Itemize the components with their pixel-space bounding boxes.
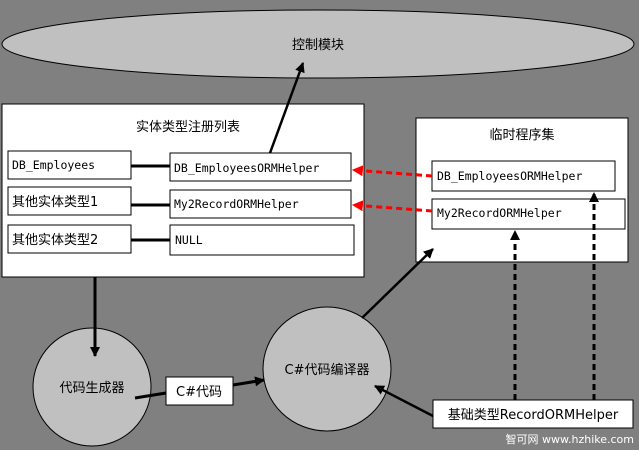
csharp-code-box	[165, 376, 234, 406]
registry-helper-1-label: DB_EmployeesORMHelper	[174, 161, 319, 175]
red-dashed-arrow-2	[351, 200, 433, 213]
base-type-label: 基础类型RecordORMHelper	[448, 408, 619, 423]
control-module-ellipse	[1, 9, 635, 79]
registry-type-3	[7, 224, 132, 254]
compiler-to-assembly-arrow	[361, 248, 434, 319]
registry-helper-2-label: My2RecordORMHelper	[174, 197, 299, 211]
registry-title: 实体类型注册列表	[136, 120, 240, 135]
control-module-label: 控制模块	[292, 38, 344, 53]
red-dashed-arrow-1	[351, 165, 433, 178]
registry-type-2	[7, 186, 132, 216]
registry-helper-2	[169, 189, 352, 219]
compiler-circle	[262, 306, 392, 432]
generator-to-code-line	[134, 391, 167, 400]
watermark-text: 智可网 www.hzhike.com	[506, 432, 634, 446]
base-to-compiler-arrow	[374, 384, 434, 418]
registry-helper-3-label: NULL	[175, 233, 203, 247]
code-generator-circle	[32, 327, 152, 447]
registry-type-1-label: DB_Employees	[12, 158, 95, 172]
temp-assembly-item-1-label: DB_EmployeesORMHelper	[437, 169, 582, 183]
base-type-box	[432, 399, 634, 429]
registry-type-3-label: 其他实体类型2	[12, 233, 98, 248]
registry-type-2-label: 其他实体类型1	[12, 195, 98, 210]
temp-assembly-item-1	[431, 160, 616, 192]
registry-type-1	[7, 150, 132, 180]
code-generator-label: 代码生成器	[59, 381, 124, 396]
temp-assembly-item-2-label: My2RecordORMHelper	[437, 206, 562, 220]
compiler-label: C#代码编译器	[285, 363, 370, 378]
registry-helper-3	[169, 224, 355, 256]
csharp-code-label: C#代码	[176, 385, 222, 400]
arrow-to-control-module	[268, 62, 305, 154]
code-to-compiler-arrow	[232, 376, 265, 387]
registry-helper-1	[169, 152, 352, 182]
temp-assembly-title: 临时程序集	[489, 127, 554, 143]
